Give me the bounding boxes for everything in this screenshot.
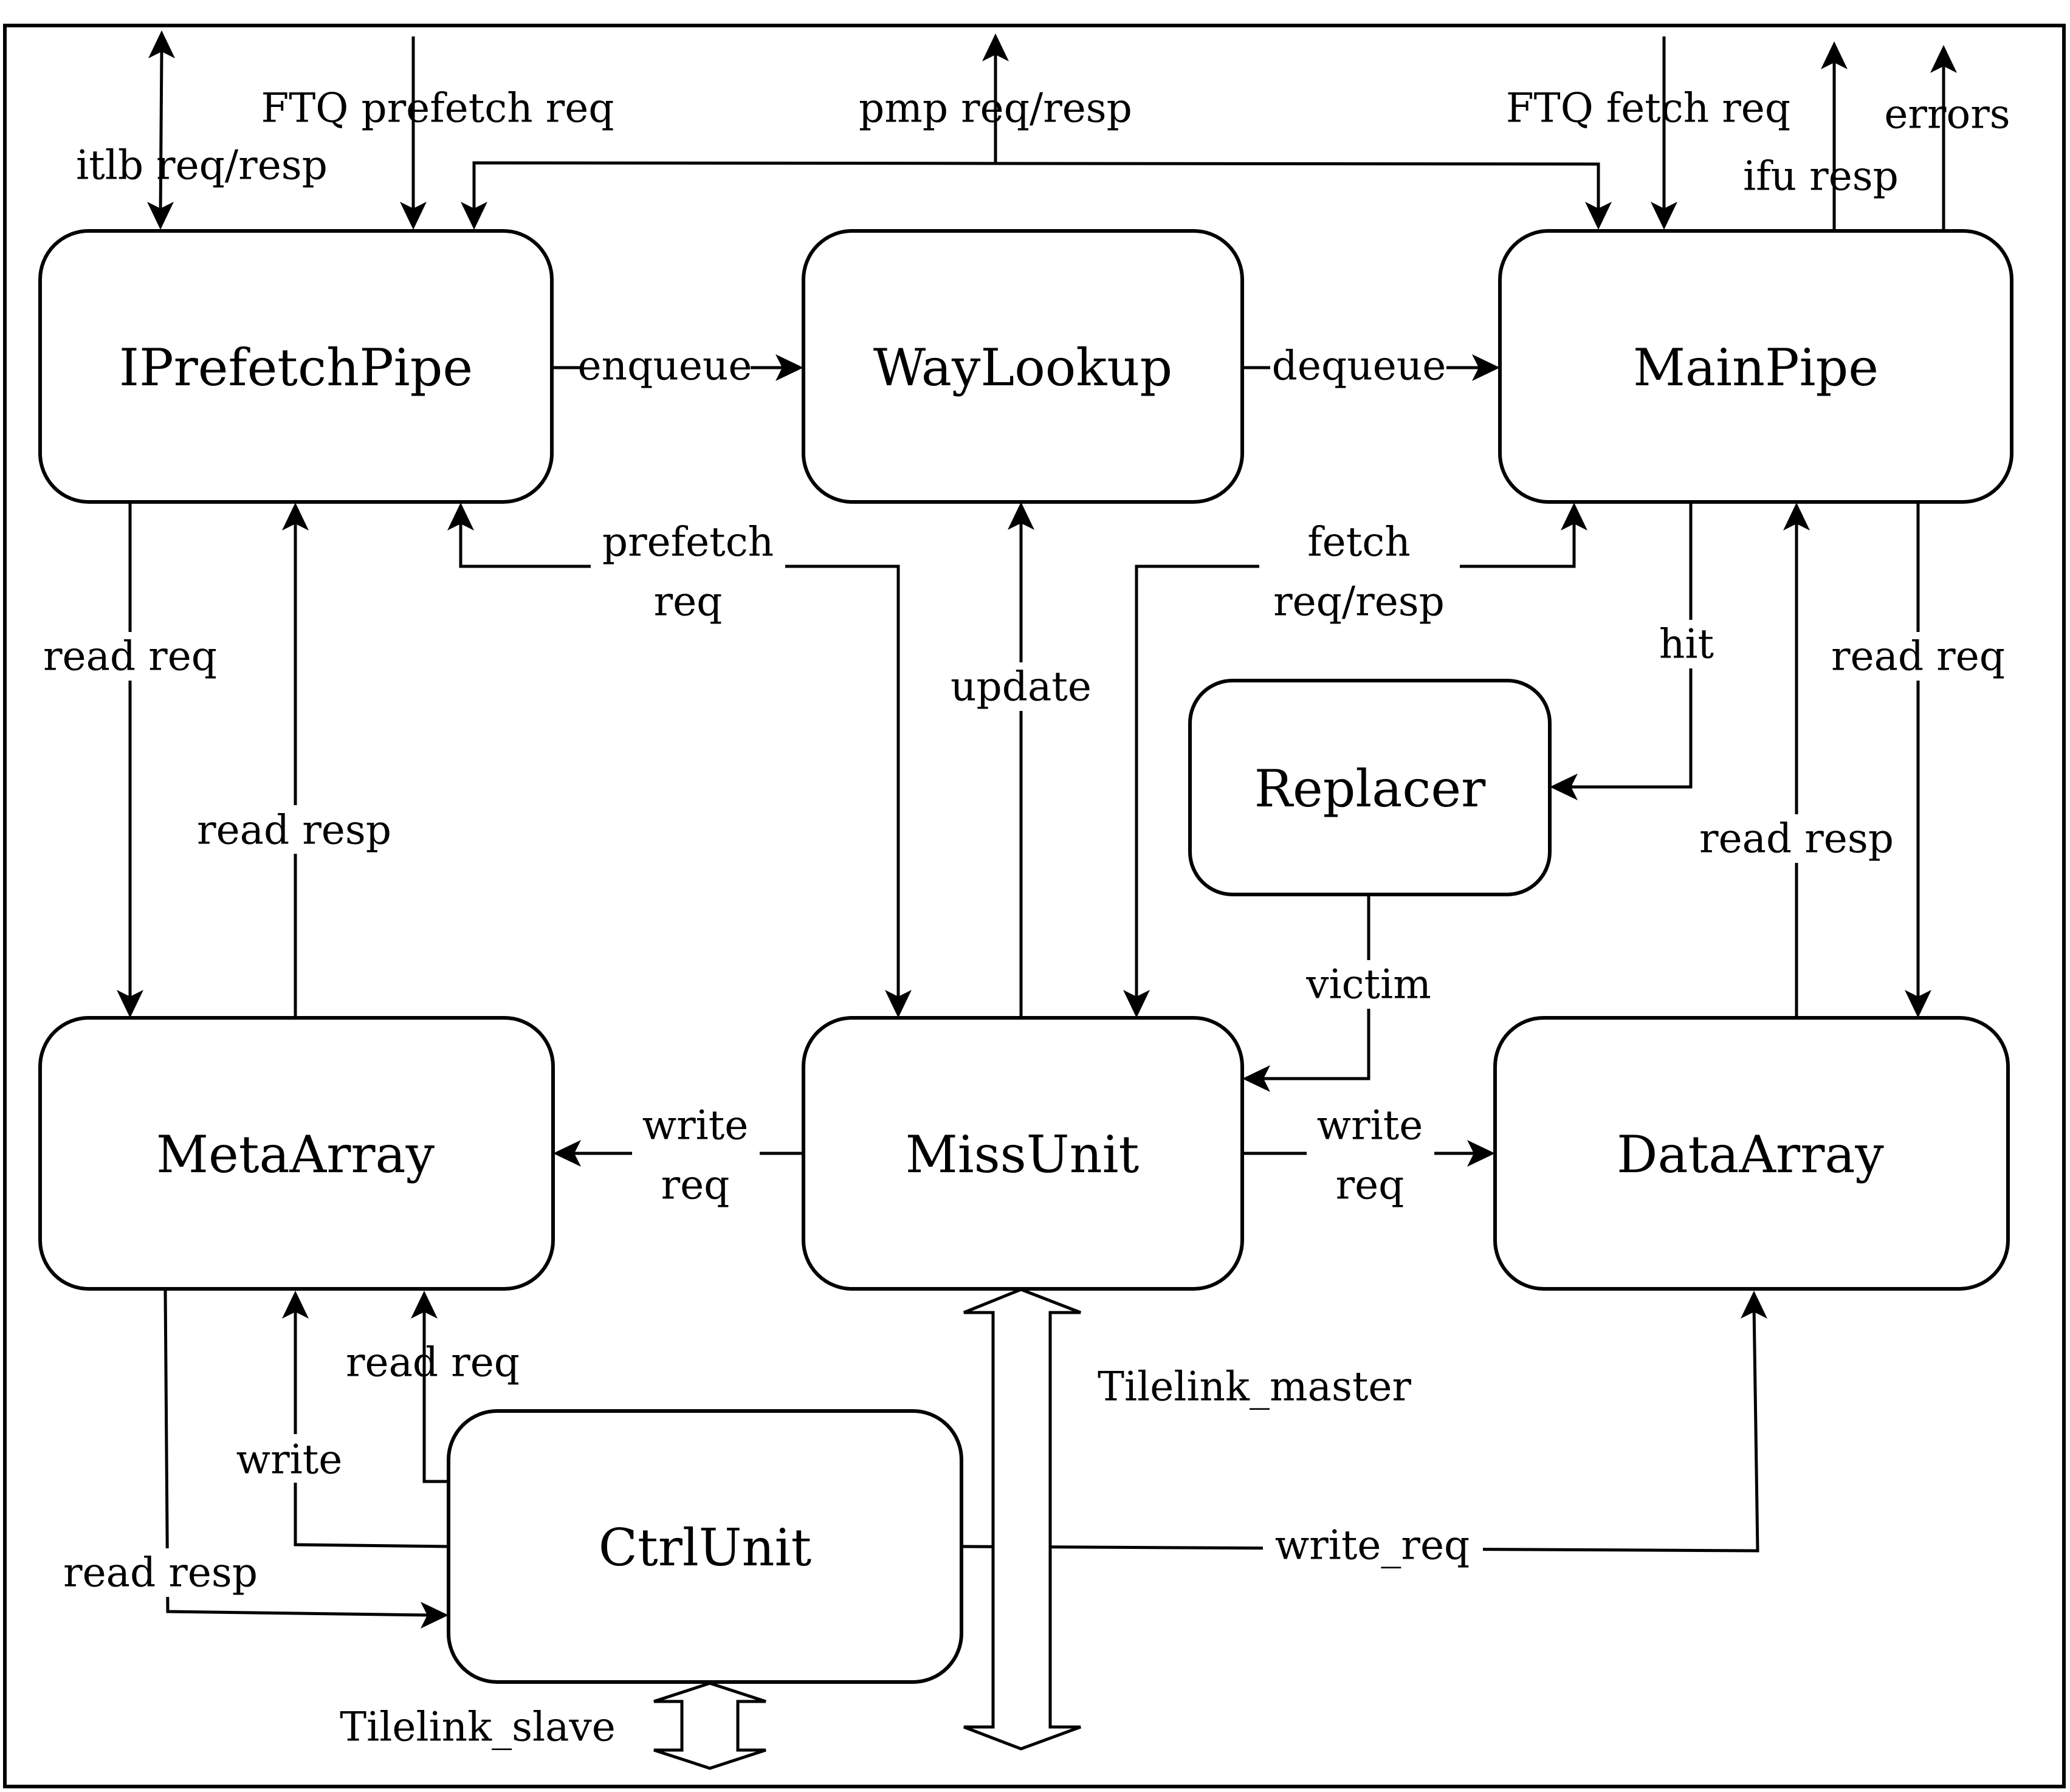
mainpipe-label: MainPipe bbox=[1633, 338, 1879, 397]
tilelink-master-bus-icon bbox=[963, 1288, 1081, 1751]
ctrl-read-req-arrow-icon bbox=[411, 1291, 438, 1319]
ftq-fetch-arrow-icon bbox=[1651, 202, 1677, 230]
ctrl-read-resp-label: read resp bbox=[63, 1550, 258, 1596]
iprefetchpipe-block: IPrefetchPipe bbox=[38, 229, 554, 504]
ifu-resp-arrow-icon bbox=[1821, 41, 1848, 69]
pmp-wire bbox=[472, 52, 1600, 216]
left-read-req-label: read req bbox=[43, 633, 217, 680]
data-write-label-1: write bbox=[1317, 1102, 1423, 1149]
prefetch-req-label-2: req bbox=[654, 578, 723, 625]
pmp-label: pmp req/resp bbox=[859, 85, 1132, 132]
ctrl-write-req-arrow-icon bbox=[1741, 1291, 1767, 1319]
ftq-prefetch-arrow-icon bbox=[400, 202, 427, 230]
prefetch-arrow-down-icon bbox=[885, 990, 912, 1018]
meta-write-label-1: write bbox=[642, 1102, 749, 1149]
fetch-arrow-up-icon bbox=[1561, 503, 1587, 530]
signal-labels: itlb req/resp FTQ prefetch req pmp req/r… bbox=[27, 85, 2018, 1751]
replacer-block: Replacer bbox=[1188, 679, 1552, 896]
ctrl-write-arrow-icon bbox=[282, 1291, 309, 1319]
ifu-resp-label: ifu resp bbox=[1743, 153, 1899, 200]
pmp-arrow-left-down-icon bbox=[461, 202, 487, 230]
ctrl-read-req-label: read req bbox=[346, 1339, 520, 1386]
itlb-label: itlb req/resp bbox=[76, 142, 328, 189]
fetch-req-label-1: fetch bbox=[1307, 519, 1410, 566]
victim-wire bbox=[1257, 894, 1370, 1080]
hit-label: hit bbox=[1659, 621, 1714, 668]
dataarray-block: DataArray bbox=[1493, 1016, 2010, 1291]
enqueue-arrow-icon bbox=[775, 354, 803, 381]
tilelink-slave-label: Tilelink_slave bbox=[340, 1704, 616, 1751]
data-write-arrow-icon bbox=[1467, 1140, 1495, 1167]
victim-label: victim bbox=[1305, 961, 1431, 1008]
ctrlunit-label: CtrlUnit bbox=[599, 1518, 812, 1577]
pmp-arrow-right-down-icon bbox=[1585, 202, 1612, 230]
metaarray-block: MetaArray bbox=[38, 1016, 555, 1291]
mainpipe-block: MainPipe bbox=[1498, 229, 2013, 504]
errors-arrow-icon bbox=[1930, 45, 1957, 73]
missunit-label: MissUnit bbox=[906, 1125, 1140, 1184]
dataarray-label: DataArray bbox=[1617, 1125, 1884, 1184]
ftq-fetch-label: FTQ fetch req bbox=[1506, 85, 1790, 132]
dequeue-arrow-icon bbox=[1472, 354, 1500, 381]
metaarray-label: MetaArray bbox=[156, 1125, 435, 1184]
right-read-resp-arrow-icon bbox=[1783, 503, 1810, 530]
meta-write-label-2: req bbox=[661, 1162, 730, 1209]
missunit-block: MissUnit bbox=[802, 1016, 1244, 1291]
errors-label: errors bbox=[1884, 91, 2010, 138]
enqueue-label: enqueue bbox=[578, 343, 752, 390]
data-write-label-2: req bbox=[1336, 1162, 1405, 1209]
right-read-req-arrow-icon bbox=[1905, 990, 1931, 1018]
ctrlunit-block: CtrlUnit bbox=[447, 1409, 963, 1684]
ctrl-read-req-wire bbox=[422, 1306, 449, 1483]
waylookup-block: WayLookup bbox=[802, 229, 1244, 504]
update-arrow-icon bbox=[1008, 502, 1034, 530]
ctrl-write-req-label: write_req bbox=[1275, 1522, 1470, 1569]
blocks: IPrefetchPipe WayLookup MainPipe Replace… bbox=[38, 229, 2013, 1684]
hit-wire bbox=[1565, 502, 1693, 789]
update-label: update bbox=[951, 664, 1092, 710]
prefetch-arrow-up-icon bbox=[447, 503, 474, 530]
meta-write-arrow-icon bbox=[553, 1140, 581, 1167]
right-read-resp-label: read resp bbox=[1699, 815, 1894, 862]
left-read-resp-label: read resp bbox=[197, 807, 391, 854]
fetch-req-label-2: req/resp bbox=[1273, 578, 1445, 625]
ctrl-write-wire bbox=[294, 1306, 449, 1548]
victim-arrow-icon bbox=[1242, 1065, 1270, 1092]
iprefetchpipe-label: IPrefetchPipe bbox=[119, 338, 473, 397]
waylookup-label: WayLookup bbox=[873, 338, 1172, 397]
right-read-req-label: read req bbox=[1831, 633, 2005, 680]
ctrl-write-label: write bbox=[236, 1437, 343, 1483]
itlb-arrow-up-icon bbox=[148, 30, 175, 58]
ctrl-read-resp-wire bbox=[163, 1290, 433, 1617]
fetch-arrow-down-icon bbox=[1123, 990, 1150, 1018]
pmp-arrow-up-icon bbox=[982, 33, 1009, 61]
tilelink-master-label: Tilelink_master bbox=[1098, 1364, 1411, 1410]
left-read-resp-arrow-icon bbox=[282, 503, 309, 530]
hit-arrow-icon bbox=[1550, 774, 1578, 800]
dequeue-label: dequeue bbox=[1272, 343, 1446, 390]
ftq-prefetch-label: FTQ prefetch req bbox=[261, 85, 614, 132]
itlb-wire bbox=[159, 51, 163, 216]
replacer-label: Replacer bbox=[1254, 759, 1486, 819]
itlb-arrow-down-icon bbox=[147, 202, 174, 230]
tilelink-slave-bus-icon bbox=[653, 1681, 766, 1770]
prefetch-req-label-1: prefetch bbox=[602, 519, 774, 566]
ctrl-read-resp-arrow-icon bbox=[421, 1602, 449, 1629]
outer-frame bbox=[3, 24, 2066, 1788]
ctrl-write-req-wire bbox=[961, 1306, 1759, 1553]
left-read-req-arrow-icon bbox=[117, 990, 143, 1018]
